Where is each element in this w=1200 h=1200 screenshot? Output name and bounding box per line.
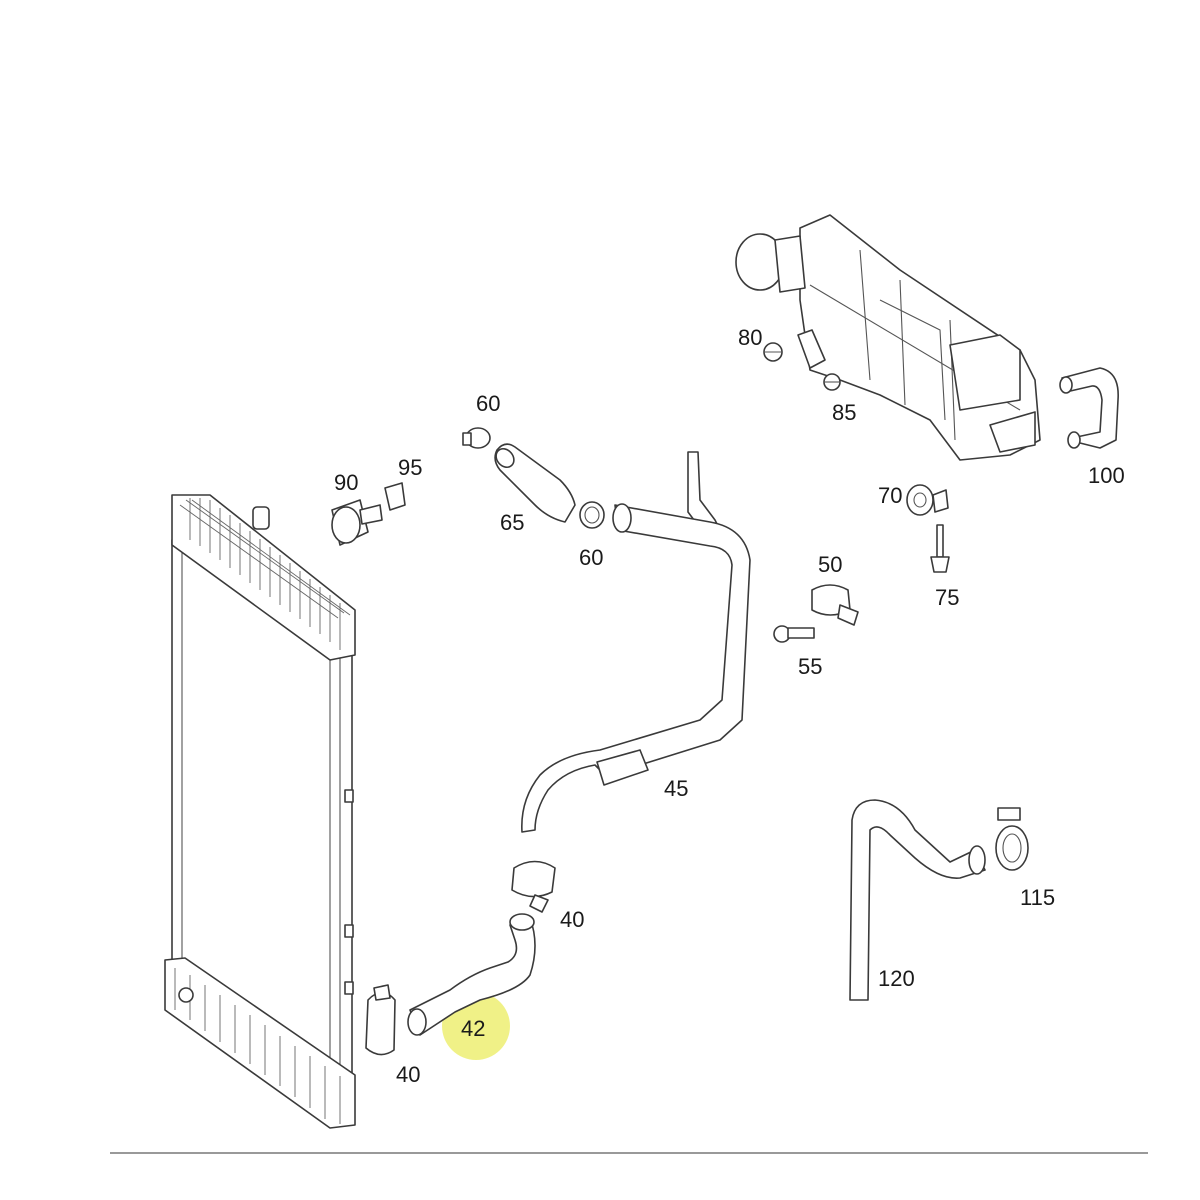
- callout-115: 115: [1020, 885, 1055, 910]
- clamp-85: [823, 373, 841, 391]
- radiator: [164, 494, 356, 1129]
- callout-65: 65: [500, 510, 524, 535]
- hose-42: [407, 913, 536, 1036]
- callout-120: 120: [878, 966, 915, 991]
- callout-95: 95: [398, 455, 422, 480]
- clamp-60-lower: [579, 501, 605, 529]
- callout-75: 75: [935, 585, 959, 610]
- callout-100: 100: [1088, 463, 1125, 488]
- callout-90: 90: [334, 470, 358, 495]
- expansion-tank: [735, 214, 1041, 461]
- hose-65: [494, 443, 576, 523]
- callout-40-lower: 40: [396, 1062, 420, 1087]
- callout-40-upper: 40: [560, 907, 584, 932]
- callout-55: 55: [798, 654, 822, 679]
- callout-50: 50: [818, 552, 842, 577]
- callout-60-lower: 60: [579, 545, 603, 570]
- callout-70: 70: [878, 483, 902, 508]
- hose-120: [849, 799, 986, 1001]
- callout-85: 85: [832, 400, 856, 425]
- fitting-90: [331, 499, 383, 546]
- clamp-40-upper: [511, 860, 556, 913]
- clip-95: [384, 482, 406, 511]
- clamp-60-upper: [462, 427, 491, 449]
- bolt-55: [773, 625, 815, 643]
- bolt-75: [930, 524, 950, 573]
- callout-42: 42: [461, 1016, 485, 1041]
- clamp-115: [995, 807, 1029, 871]
- mount-70: [906, 484, 949, 516]
- callout-45: 45: [664, 776, 688, 801]
- callout-80: 80: [738, 325, 762, 350]
- pipe-45: [521, 451, 751, 833]
- clamp-80: [763, 342, 783, 362]
- hose-100: [1059, 367, 1119, 449]
- clamp-50: [811, 584, 859, 626]
- callout-60-upper: 60: [476, 391, 500, 416]
- clamp-40-lower: [365, 984, 396, 1056]
